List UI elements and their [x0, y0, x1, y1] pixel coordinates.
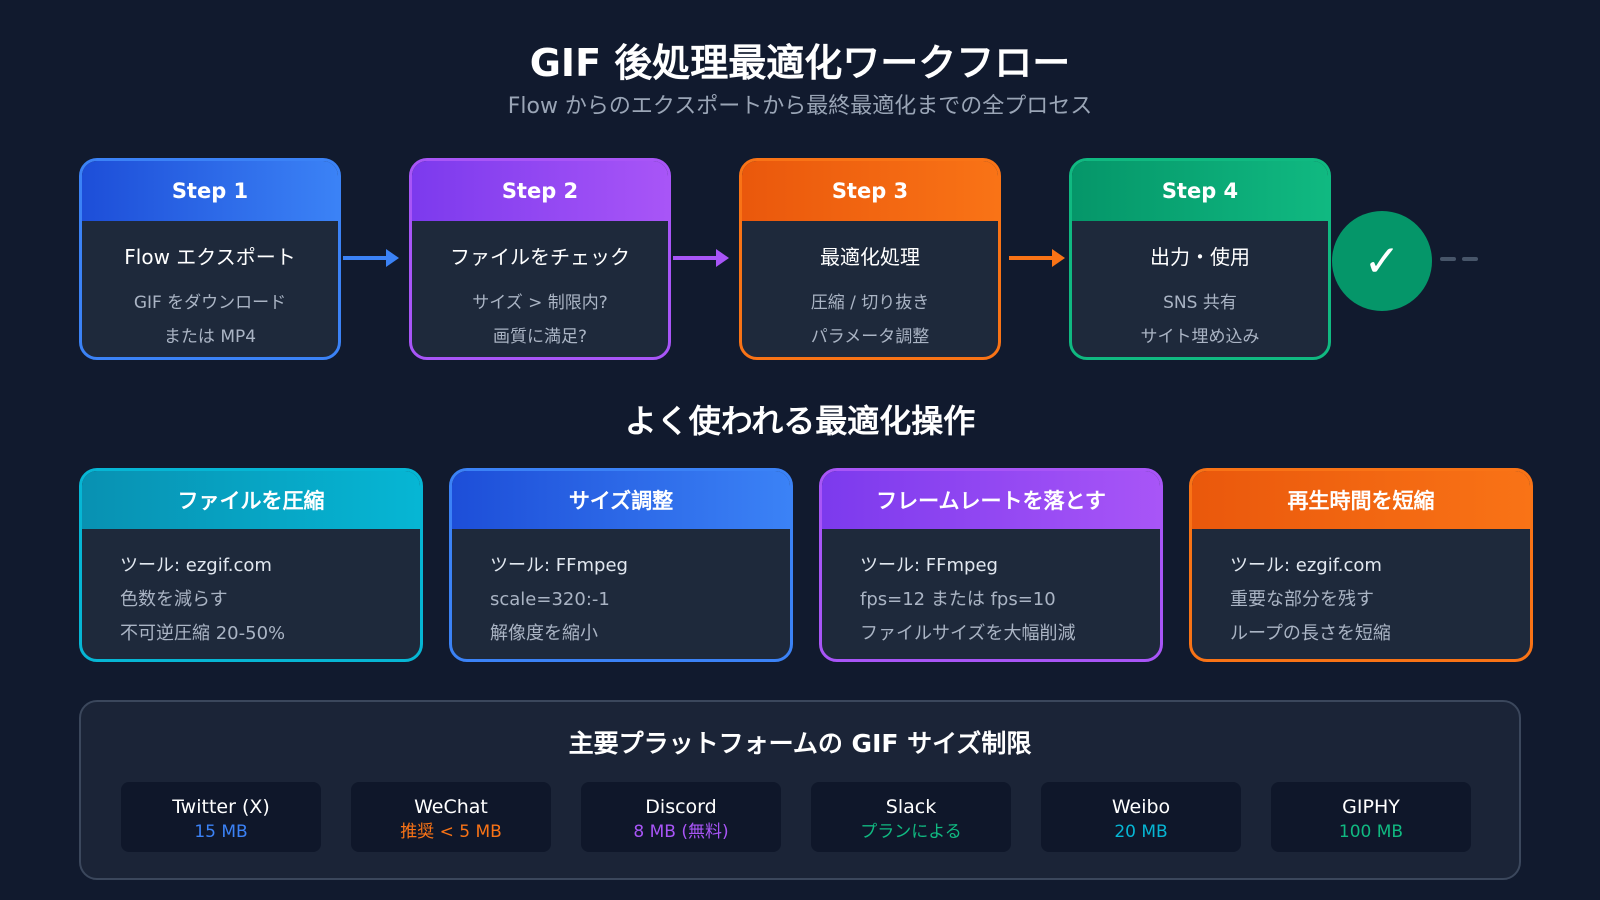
- operation-detail: fps=12 または fps=10: [860, 589, 1056, 610]
- platform-limit: 8 MB (無料): [633, 822, 729, 842]
- operation-detail: ファイルサイズを大幅削減: [860, 623, 1076, 644]
- operation-detail: 不可逆圧縮 20-50%: [120, 623, 286, 644]
- step-title: Flow エクスポート: [124, 245, 296, 269]
- platform-twitter: Twitter (X) 15 MB: [121, 782, 321, 852]
- platform-limit: 15 MB: [194, 822, 248, 842]
- operation-detail: scale=320:-1: [490, 589, 610, 610]
- operation-header: ファイルを圧縮: [82, 471, 420, 529]
- step-detail: GIF をダウンロード: [133, 293, 287, 313]
- platform-limit: 100 MB: [1338, 822, 1404, 842]
- operation-detail: 色数を減らす: [120, 589, 228, 610]
- workflow-steps: Step 1 Flow エクスポート GIF をダウンロード または MP4 S…: [0, 0, 1600, 380]
- page-title: GIF 後処理最適化ワークフロー: [529, 41, 1071, 85]
- step-header: Step 1: [82, 161, 338, 221]
- platform-name: Weibo: [1111, 796, 1171, 818]
- step-title: ファイルをチェック: [450, 245, 630, 269]
- step-detail: 画質に満足?: [492, 327, 588, 347]
- step-card-4: Step 4 出力・使用 SNS 共有 サイト埋め込み: [1069, 158, 1331, 360]
- dash-divider: [1440, 257, 1456, 261]
- step-detail: サイト埋め込み: [1140, 327, 1260, 347]
- operation-detail: ループの長さを短縮: [1230, 623, 1391, 644]
- platform-name: Twitter (X): [172, 796, 270, 818]
- step-card-1: Step 1 Flow エクスポート GIF をダウンロード または MP4: [79, 158, 341, 360]
- platform-name: GIPHY: [1342, 796, 1400, 818]
- operation-card-resize: サイズ調整 ツール: FFmpeg scale=320:-1 解像度を縮小: [449, 468, 793, 662]
- operation-detail: 重要な部分を残す: [1230, 589, 1374, 610]
- arrow-connector: [343, 249, 399, 267]
- step-detail: または MP4: [163, 327, 257, 347]
- operation-tool: ツール: ezgif.com: [1230, 555, 1382, 576]
- platform-name: WeChat: [414, 796, 488, 818]
- step-card-2: Step 2 ファイルをチェック サイズ > 制限内? 画質に満足?: [409, 158, 671, 360]
- arrow-connector: [673, 249, 729, 267]
- step-detail: パラメータ調整: [810, 327, 930, 347]
- limits-title: 主要プラットフォームの GIF サイズ制限: [568, 729, 1032, 758]
- platform-limit: 推奨 < 5 MB: [400, 822, 502, 842]
- step-title: 出力・使用: [1150, 245, 1250, 269]
- operations-section-title: よく使われる最適化操作: [624, 402, 976, 440]
- step-title: 最適化処理: [820, 245, 920, 269]
- check-icon: ✓: [1332, 211, 1432, 311]
- operation-card-compress: ファイルを圧縮 ツール: ezgif.com 色数を減らす 不可逆圧縮 20-5…: [79, 468, 423, 662]
- platform-name: Discord: [645, 796, 717, 818]
- arrow-connector: [1009, 249, 1065, 267]
- operation-tool: ツール: FFmpeg: [860, 555, 998, 576]
- step-header: Step 2: [412, 161, 668, 221]
- step-detail: サイズ > 制限内?: [472, 293, 608, 313]
- step-detail: 圧縮 / 切り抜き: [810, 293, 930, 313]
- operation-card-framerate: フレームレートを落とす ツール: FFmpeg fps=12 または fps=1…: [819, 468, 1163, 662]
- operation-tool: ツール: FFmpeg: [490, 555, 628, 576]
- platform-wechat: WeChat 推奨 < 5 MB: [351, 782, 551, 852]
- platform-slack: Slack プランによる: [811, 782, 1011, 852]
- operation-card-duration: 再生時間を短縮 ツール: ezgif.com 重要な部分を残す ループの長さを短…: [1189, 468, 1533, 662]
- operation-header: サイズ調整: [452, 471, 790, 529]
- platform-limits-panel: 主要プラットフォームの GIF サイズ制限 Twitter (X) 15 MB …: [79, 700, 1521, 880]
- platform-weibo: Weibo 20 MB: [1041, 782, 1241, 852]
- operation-header: フレームレートを落とす: [822, 471, 1160, 529]
- platform-limit: 20 MB: [1114, 822, 1168, 842]
- platform-name: Slack: [885, 796, 937, 818]
- operation-detail: 解像度を縮小: [490, 623, 598, 644]
- step-header: Step 3: [742, 161, 998, 221]
- platform-limit: プランによる: [860, 822, 962, 842]
- platform-discord: Discord 8 MB (無料): [581, 782, 781, 852]
- platform-giphy: GIPHY 100 MB: [1271, 782, 1471, 852]
- page-subtitle: Flow からのエクスポートから最終最適化までの全プロセス: [507, 94, 1093, 119]
- step-card-3: Step 3 最適化処理 圧縮 / 切り抜き パラメータ調整: [739, 158, 1001, 360]
- step-detail: SNS 共有: [1163, 293, 1237, 313]
- step-header: Step 4: [1072, 161, 1328, 221]
- operation-tool: ツール: ezgif.com: [120, 555, 272, 576]
- dash-divider: [1462, 257, 1478, 261]
- operation-header: 再生時間を短縮: [1192, 471, 1530, 529]
